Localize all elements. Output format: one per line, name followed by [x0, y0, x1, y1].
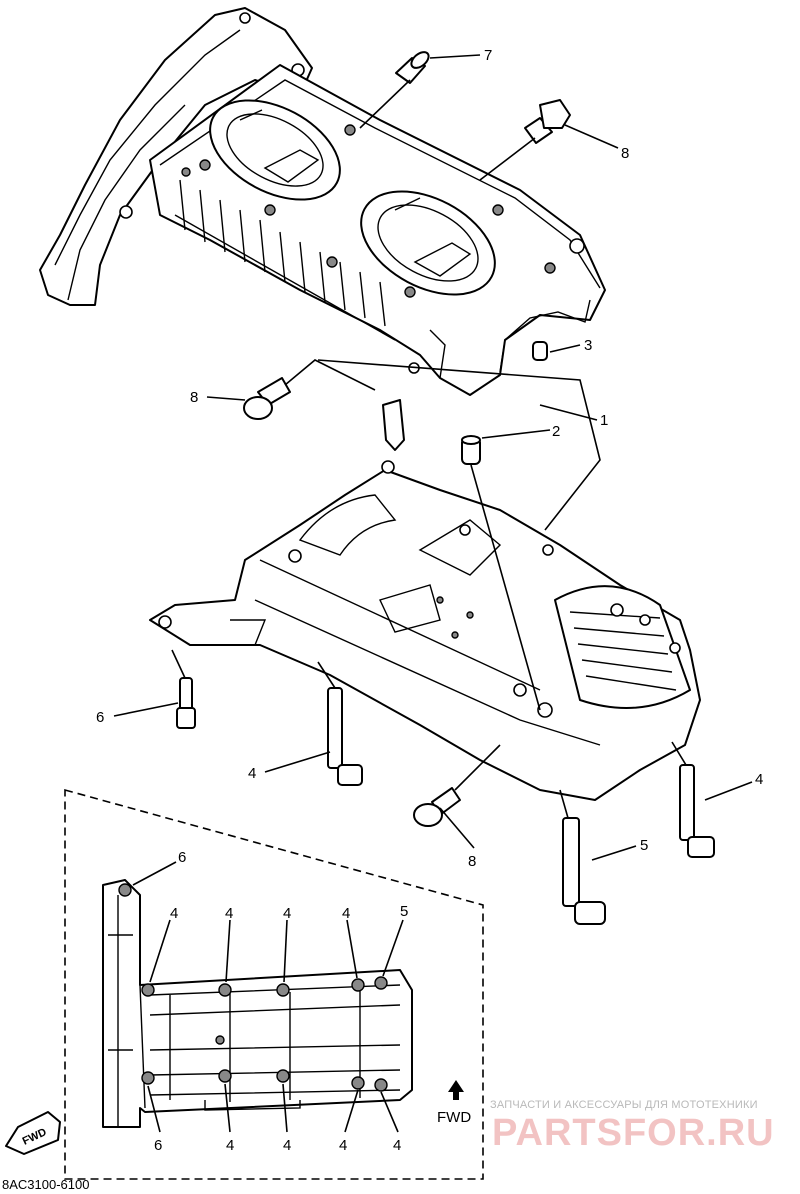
bottom-view-inset	[64, 788, 484, 1180]
callout-6: 6	[96, 709, 104, 726]
callout-1: 1	[600, 412, 608, 429]
inset-top-label: 4	[283, 905, 291, 922]
bolt-8-bottom	[413, 787, 461, 827]
callout-3: 3	[584, 337, 592, 354]
inset-bottom-label: 4	[393, 1137, 401, 1154]
watermark-logo: PARTSFOR.RU	[492, 1112, 775, 1154]
inset-bottom-label: 4	[339, 1137, 347, 1154]
fwd-label: FWD	[437, 1109, 471, 1126]
diagram-code: 8AC3100-6100	[2, 1177, 90, 1192]
inset-top-label: 6	[178, 849, 186, 866]
callout-4-right: 4	[755, 771, 763, 788]
lower-crankcase	[149, 399, 701, 801]
callout-5: 5	[640, 837, 648, 854]
upper-crankcase	[39, 7, 606, 396]
watermark-tagline: ЗАПЧАСТИ И АКСЕССУАРЫ ДЛЯ МОТОТЕХНИКИ	[490, 1099, 758, 1111]
callout-8-top: 8	[621, 145, 629, 162]
callout-8-bottom: 8	[468, 853, 476, 870]
inset-top-label: 5	[400, 903, 408, 920]
inset-top-label: 4	[225, 905, 233, 922]
bolt-4-right	[679, 764, 715, 858]
inset-bottom-label: 4	[283, 1137, 291, 1154]
leader-lines	[113, 54, 753, 861]
callout-8-left: 8	[190, 389, 198, 406]
bolt-8-left	[243, 377, 291, 420]
bolt-8-top	[524, 99, 571, 144]
callout-labels: 7 8 3 8 1 2 6 4 4 5 8 6 4 4 4 4 5 6 4 4 …	[21, 47, 764, 1154]
inset-bottom-label: 6	[154, 1137, 162, 1154]
inset-top-label: 4	[342, 905, 350, 922]
bolt-6	[176, 677, 196, 729]
bolt-5	[562, 817, 606, 925]
fwd-badge-icon	[5, 1111, 61, 1155]
dowel-pin-3	[532, 341, 548, 361]
bolt-7	[395, 51, 430, 84]
callout-4-left: 4	[248, 765, 256, 782]
inset-bottom-label: 4	[226, 1137, 234, 1154]
inset-top-label: 4	[170, 905, 178, 922]
fwd-arrow-icon	[448, 1080, 464, 1100]
callout-2: 2	[552, 423, 560, 440]
callout-7: 7	[484, 47, 492, 64]
bolt-4-left	[327, 687, 363, 786]
dowel-pin-2	[461, 435, 481, 465]
